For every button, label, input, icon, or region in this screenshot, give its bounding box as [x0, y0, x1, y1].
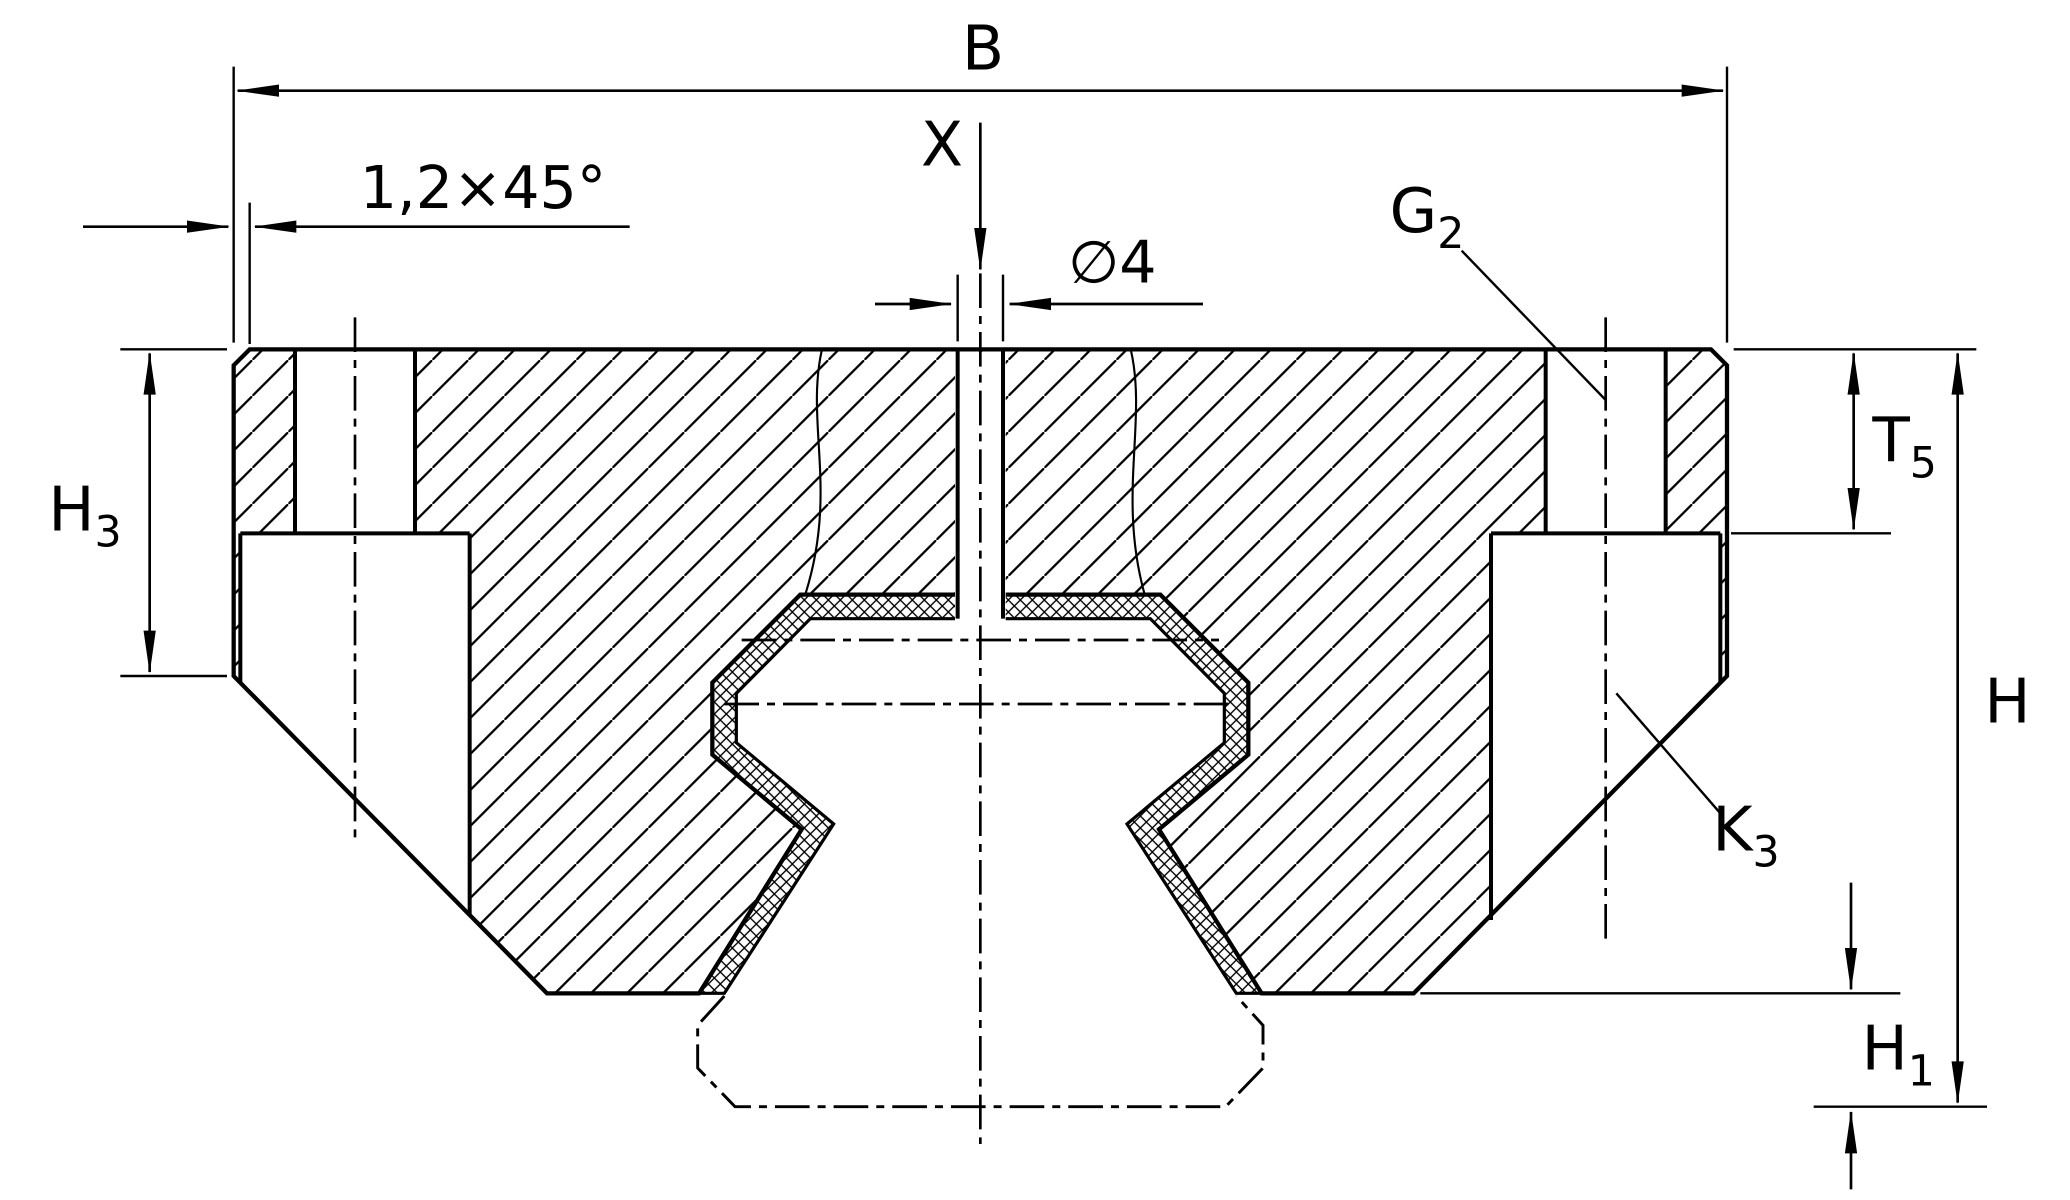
label-x: X	[921, 109, 963, 180]
label-h: H	[1984, 667, 2030, 738]
left-mounting-hole	[238, 349, 472, 915]
leader-g2	[1460, 249, 1607, 401]
label-h3: H3	[48, 475, 121, 558]
zone-boundary-line	[804, 350, 823, 594]
part-body	[231, 347, 1730, 996]
zone-boundary-line	[1129, 350, 1146, 594]
centerlines	[353, 273, 1607, 1144]
dimension-graphics	[82, 66, 1987, 1190]
seal-strip	[696, 593, 1265, 995]
body-hatch-fill	[233, 349, 1728, 994]
left-counterbore-void	[240, 533, 470, 915]
label-h1: H1	[1862, 1013, 1935, 1096]
leader-k3	[1615, 692, 1722, 815]
label-k3: K3	[1712, 795, 1779, 878]
label-g2: G2	[1390, 176, 1465, 259]
dimension-labels: B X ∅4 1,2×45° G2 H3 T5 H K3 H1	[48, 13, 2030, 1096]
label-b: B	[962, 13, 1004, 84]
label-t5: T5	[1871, 405, 1937, 488]
label-dia4: ∅4	[1068, 229, 1156, 297]
label-chamfer: 1,2×45°	[360, 154, 606, 222]
zone-boundaries	[804, 350, 1146, 594]
phantom-rail-outline	[696, 995, 1265, 1109]
right-counterbore-void	[1491, 533, 1721, 920]
right-mounting-hole	[1488, 349, 1723, 920]
